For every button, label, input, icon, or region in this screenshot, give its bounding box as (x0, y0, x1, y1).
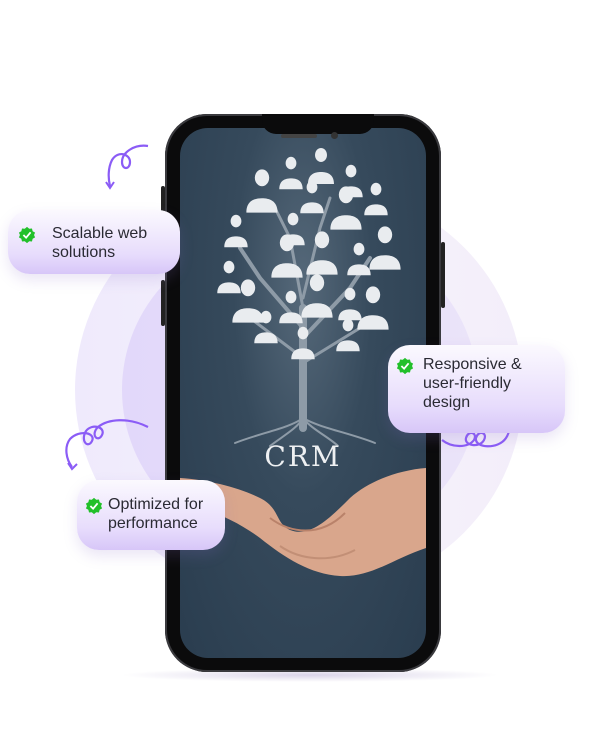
feature-card-scalable: Scalable web solutions (8, 210, 180, 274)
person-icon (279, 290, 303, 324)
person-icon (279, 156, 303, 190)
person-icon (364, 182, 388, 216)
person-icon (224, 214, 248, 248)
person-icon (357, 286, 389, 330)
feature-label-line: Optimized for (108, 496, 204, 513)
person-icon (369, 226, 401, 270)
phone-notch (262, 114, 374, 134)
phone-button (161, 280, 165, 326)
phone-speaker (281, 134, 317, 138)
open-hands-image (180, 468, 426, 577)
person-icon (336, 318, 360, 352)
person-icon (347, 242, 371, 276)
person-icon (254, 310, 278, 344)
feature-label-line: user-friendly (423, 375, 512, 392)
person-icon (232, 279, 264, 323)
squiggle-arrow-icon (65, 419, 149, 471)
feature-label-line: solutions (52, 244, 116, 261)
verified-check-icon (85, 497, 103, 515)
person-icon (306, 231, 338, 275)
verified-check-icon (18, 226, 36, 244)
person-icon (308, 148, 334, 184)
phone-button (441, 242, 445, 308)
crm-tree-illustration (217, 148, 401, 447)
person-icon (300, 180, 324, 214)
crm-title: CRM (264, 440, 342, 473)
phone-mockup: CRM (161, 114, 445, 672)
feature-label-line: performance (108, 515, 198, 532)
person-icon (271, 234, 303, 278)
person-icon (217, 260, 241, 294)
verified-check-icon (396, 357, 414, 375)
feature-label-line: Scalable web (52, 225, 148, 242)
person-icon (330, 186, 362, 230)
feature-card-responsive: Responsive & user-friendly design (388, 345, 565, 433)
feature-card-optimized: Optimized for performance (77, 480, 225, 550)
feature-label-line: Responsive & (423, 356, 522, 373)
person-icon (338, 287, 362, 321)
person-icon (246, 169, 278, 213)
phone-button (161, 186, 165, 212)
phone-screen: CRM (180, 128, 426, 658)
phone-camera (331, 132, 338, 139)
feature-label-line: design (423, 394, 471, 411)
squiggle-arrow-icon (105, 144, 149, 190)
person-icon (301, 274, 333, 318)
person-icon (291, 326, 315, 360)
